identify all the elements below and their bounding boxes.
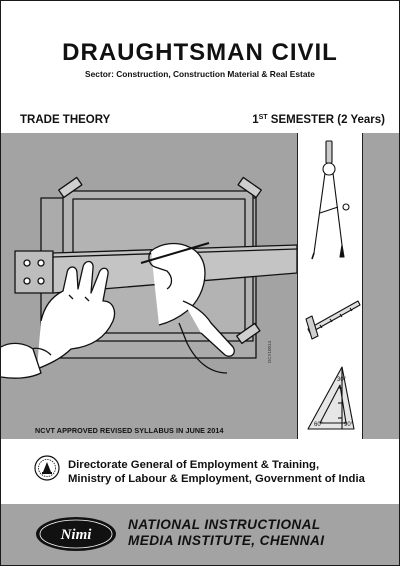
book-title: DRAUGHTSMAN CIVIL <box>62 39 338 66</box>
angle-label-top: 30° <box>337 377 347 383</box>
nimi-logo-icon: Nimi <box>36 517 116 551</box>
approval-note: NCVT APPROVED REVISED SYLLABUS IN JUNE 2… <box>35 426 224 435</box>
publisher-line-2: Ministry of Labour & Employment, Governm… <box>68 473 365 485</box>
semester-label: 1ST SEMESTER (2 Years) <box>252 114 385 126</box>
emblem-seal-icon <box>34 455 60 481</box>
semester-suffix: ST <box>258 114 268 121</box>
drawing-instruments-illustration: 30° 60° 90° <box>305 140 361 430</box>
trade-theory-label: TRADE THEORY <box>20 114 111 126</box>
compass-icon <box>311 140 350 260</box>
semester-number: 1 <box>252 114 259 126</box>
semester-text: SEMESTER (2 Years) <box>267 114 385 126</box>
sector-line: Sector: Construction, Construction Mater… <box>85 69 315 79</box>
angle-label-left: 60° <box>314 422 324 428</box>
set-square-icon <box>307 366 355 430</box>
illustration-code: DCY10014 <box>267 340 272 363</box>
t-square-icon <box>305 300 361 340</box>
institute-name-line-2: MEDIA INSTITUTE, CHENNAI <box>128 533 325 548</box>
publisher-line-1: Directorate General of Employment & Trai… <box>68 459 320 471</box>
footer-band: Nimi NATIONAL INSTRUCTIONAL MEDIA INSTIT… <box>1 504 399 565</box>
drafting-board-illustration <box>1 176 297 379</box>
nimi-logo-text: Nimi <box>60 527 93 543</box>
institute-name-line-1: NATIONAL INSTRUCTIONAL <box>128 517 321 532</box>
angle-label-right: 90° <box>344 422 354 428</box>
tools-panel: 30° 60° 90° <box>297 133 363 439</box>
